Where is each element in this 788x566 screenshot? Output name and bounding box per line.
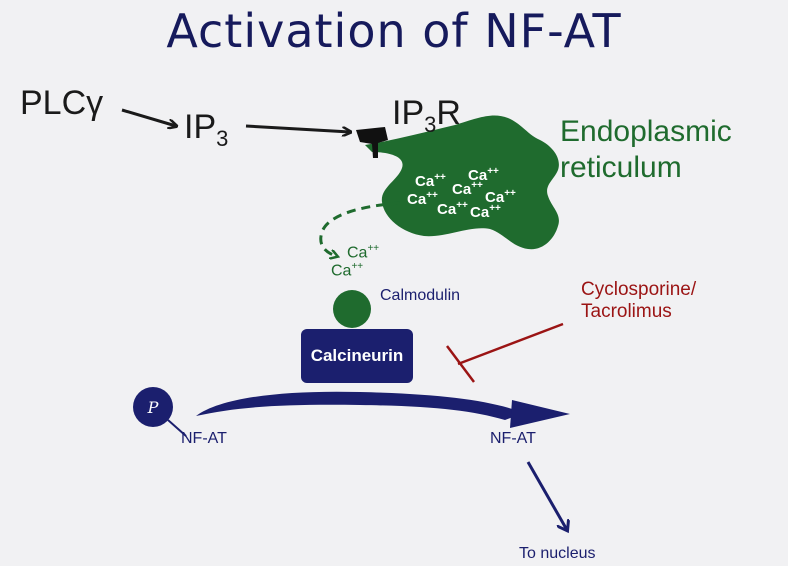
inhibitor-label: Cyclosporine/ Tacrolimus	[581, 279, 697, 322]
calmodulin-label: Calmodulin	[380, 287, 461, 304]
calcium-release-arrow	[319, 201, 401, 256]
ip3r-label: IP3R	[392, 94, 461, 137]
er-calcium: Ca++	[407, 190, 438, 208]
ip3r-channel-icon	[356, 127, 388, 158]
calmodulin-circle	[333, 290, 371, 328]
calcineurin-label: Calcineurin	[310, 346, 404, 365]
plc-to-ip3-arrow	[121, 108, 176, 126]
dephosphorylation-arrow	[196, 391, 524, 420]
dephosphorylation-arrowhead	[510, 400, 570, 428]
phosphate-icon: P	[133, 387, 173, 427]
er-calcium: Ca++	[437, 200, 468, 218]
inhibition-line	[457, 322, 564, 366]
er-calcium: Ca++	[468, 166, 499, 184]
er-calcium: Ca++	[452, 180, 483, 198]
ip3-to-ip3r-arrow	[245, 124, 350, 132]
released-calcium: Ca++	[331, 261, 364, 280]
to-nucleus-arrow	[526, 461, 567, 530]
nfat-active-label: NF-AT	[490, 430, 536, 447]
er-calcium: Ca++	[485, 188, 516, 206]
nfat-phosphorylated-label: NF-AT	[181, 430, 227, 447]
ip3-label: IP3	[184, 108, 229, 151]
released-calcium: Ca++	[347, 243, 380, 262]
er-label: Endoplasmic reticulum	[560, 115, 732, 184]
slide-title: Activation of NF-AT	[166, 4, 622, 58]
to-nucleus-label: To nucleus	[519, 545, 596, 562]
plcg-label: PLCγ	[20, 84, 104, 122]
calcineurin-box: Calcineurin	[301, 329, 413, 383]
phosphate-tether	[167, 419, 187, 437]
inhibition-bar	[446, 345, 475, 383]
er-blob	[365, 115, 559, 250]
er-calcium: Ca++	[415, 172, 446, 190]
er-calcium: Ca++	[470, 203, 501, 221]
